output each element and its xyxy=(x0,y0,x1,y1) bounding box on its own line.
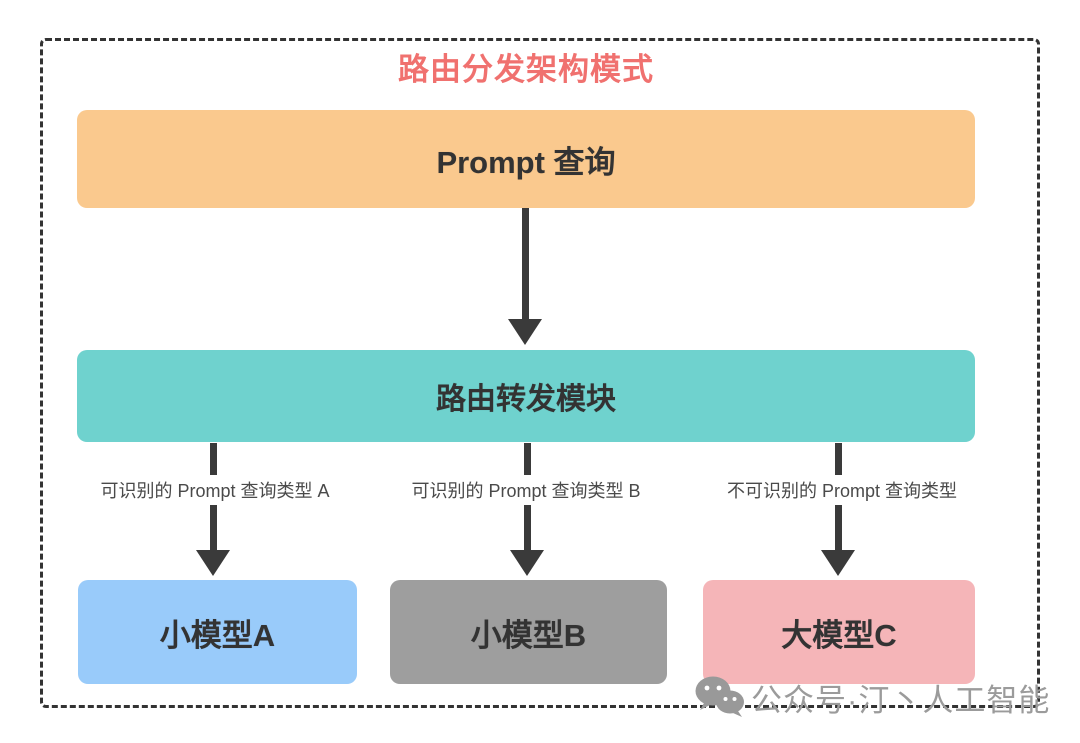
prompt-query-label: Prompt 查询 xyxy=(436,144,616,180)
branch-label-type-b: 可识别的 Prompt 查询类型 B xyxy=(406,475,646,505)
arrow-head-icon xyxy=(510,550,544,576)
diagram-title: 路由分发架构模式 xyxy=(398,52,654,87)
large-model-c-label: 大模型C xyxy=(781,617,897,653)
watermark-text: 公众号·汀丶人工智能 xyxy=(751,682,1051,718)
branch-label-type-a: 可识别的 Prompt 查询类型 A xyxy=(95,475,335,505)
arrow-shaft xyxy=(521,208,529,320)
watermark: 公众号·汀丶人工智能 xyxy=(694,674,1050,720)
small-model-b-label: 小模型B xyxy=(470,617,587,653)
arrow-head-icon xyxy=(508,319,542,345)
router-module-box: 路由转发模块 xyxy=(77,350,975,442)
branch-label-unrecognized: 不可识别的 Prompt 查询类型 xyxy=(721,475,963,505)
small-model-a-box: 小模型A xyxy=(78,580,357,684)
arrow-head-icon xyxy=(821,550,855,576)
small-model-b-box: 小模型B xyxy=(390,580,667,684)
arrow-router-to-model-c xyxy=(821,443,855,576)
wechat-icon xyxy=(695,676,744,717)
arrow-router-to-model-b xyxy=(510,443,544,576)
router-module-label: 路由转发模块 xyxy=(436,383,616,416)
large-model-c-box: 大模型C xyxy=(703,580,975,684)
dashed-frame xyxy=(40,38,1040,708)
small-model-a-label: 小模型A xyxy=(159,617,276,653)
arrow-router-to-model-a xyxy=(196,443,230,576)
arrow-prompt-to-router xyxy=(508,208,542,345)
prompt-query-box: Prompt 查询 xyxy=(77,110,975,208)
arrow-head-icon xyxy=(196,550,230,576)
